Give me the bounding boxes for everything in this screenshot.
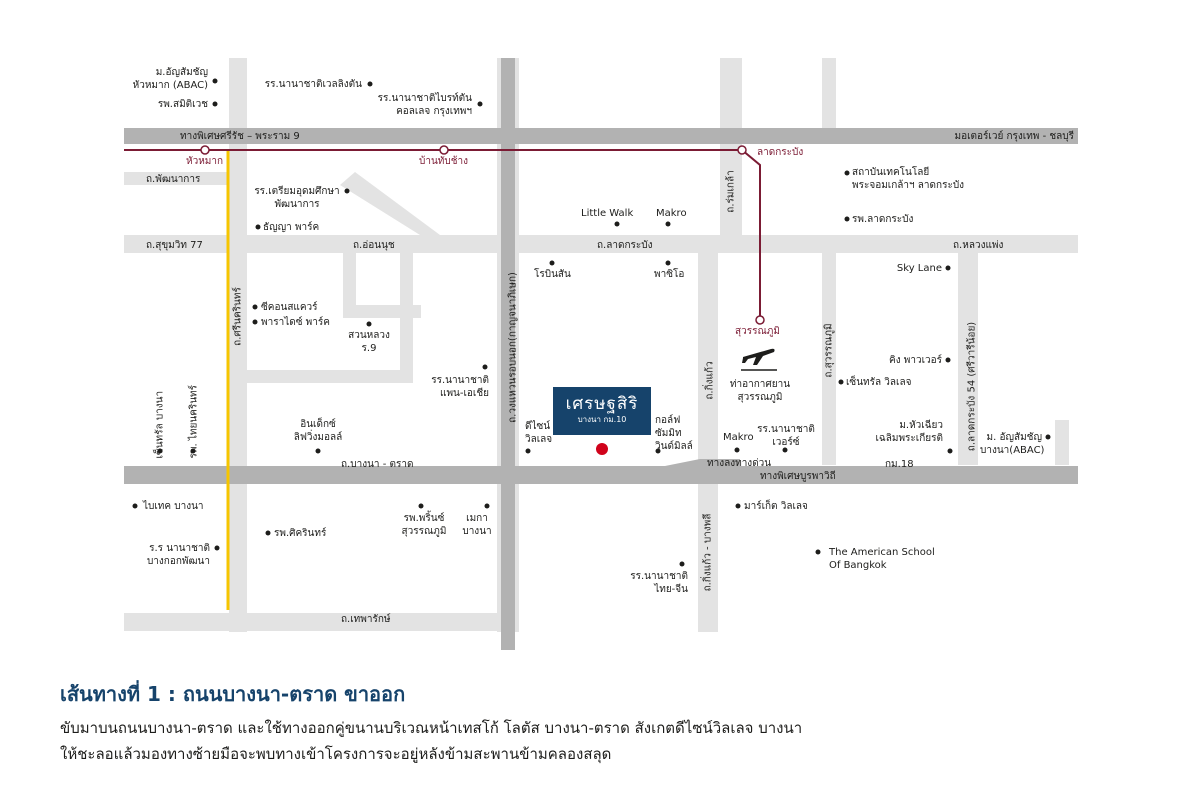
- landmark-thai-chinese: รร.นานาชาติไทย-จีน: [630, 571, 688, 595]
- station-lat-krabang: [737, 145, 747, 155]
- landmark-king-power: คิง พาวเวอร์: [889, 355, 942, 366]
- road-srinakarin: [229, 58, 247, 632]
- project-subtitle: บางนา กม.10: [577, 415, 627, 424]
- route-description-line-1: ขับมาบนถนนบางนา-ตราด และใช้ทางออกคู่ขนาน…: [60, 719, 803, 737]
- road-bangna-trat: [124, 466, 1078, 484]
- landmark-seacon: ซีคอนสแควร์: [261, 302, 318, 313]
- landmark-rp-sikarin: รพ.ศิครินทร์: [274, 528, 327, 539]
- road-romklao: [720, 58, 742, 238]
- landmark-d-sign-village: ดีไซน์วิลเลจ: [525, 421, 553, 445]
- landmark-mega-bangna: เมกาบางนา: [462, 513, 492, 537]
- landmark-little-walk: Little Walk: [581, 208, 634, 219]
- project-logo[interactable]: เศรษฐสิริ บางนา กม.10: [553, 387, 651, 435]
- road-block-c: [400, 253, 413, 383]
- road-label-romklao: ถ.ร่มเกล้า: [725, 170, 737, 213]
- road-kingkaew: [698, 253, 718, 465]
- airport-rail-link: [124, 149, 761, 320]
- landmark-central-village: เซ็นทรัล วิลเลจ: [846, 377, 912, 388]
- road-label-thepharak: ถ.เทพารักษ์: [341, 614, 391, 625]
- landmark-paseo: พาซิโอ: [654, 269, 685, 280]
- landmark-robinson: โรบินสัน: [534, 269, 571, 280]
- road-kingkaew-bangphli: [698, 484, 718, 632]
- landmark-dots: [132, 78, 1051, 567]
- road-label-bangna-trat: ถ.บางนา - ตราด: [341, 459, 414, 470]
- road-ramp: [665, 459, 740, 466]
- road-label-srinakarin: ถ.ศรีนครินทร์: [232, 287, 244, 346]
- station-suvarnabhumi: [755, 315, 765, 325]
- road-label-down-ramp: ทางลงทางด่วน: [707, 458, 772, 469]
- road-phatthanakan: [124, 172, 229, 185]
- landmark-kmitl: สถาบันเทคโนโลยีพระจอมเกล้าฯ ลาดกระบัง: [852, 167, 965, 191]
- route-title: เส้นทางที่ 1 : ถนนบางนา-ตราด ขาออก: [60, 682, 406, 706]
- road-label-suvarnabhumi: ถ.สุวรรณภูมิ: [823, 323, 835, 378]
- landmark-pan-asia: รร.นานาชาติแพน-เอเชีย: [431, 375, 489, 399]
- station-label-lat-krabang: ลาดกระบัง: [757, 147, 804, 158]
- landmark-abac-bangna: ม. อัญสัมชัญบางนา(ABAC): [980, 432, 1045, 456]
- landmark-bitec: ไบเทค บางนา: [143, 501, 204, 512]
- road-thepharak: [124, 613, 500, 631]
- landmark-makro-latkrabang: Makro: [656, 208, 687, 219]
- landmark-bangkok-patana: ร.ร นานาชาติบางกอกพัฒนา: [146, 543, 210, 567]
- landmark-market-village: มาร์เก็ต วิลเลจ: [744, 501, 808, 512]
- landmark-index-living: อินเด็กซ์ลิฟวิ่งมอลล์: [293, 419, 343, 443]
- landmark-central-bangna: เซ็นทรัล บางนา: [154, 390, 166, 459]
- road-abac-spur: [1055, 420, 1069, 465]
- landmark-airport-school: รร.นานาชาติเวอร์ซ์: [757, 424, 815, 448]
- road-suvarnabhumi: [822, 253, 836, 465]
- station-hua-mak: [200, 145, 210, 155]
- airport-label: ท่าอากาศยาน สุวรรณภูมิ: [729, 379, 791, 403]
- landmark-thanya-park: ธัญญา พาร์ค: [263, 222, 320, 233]
- road-label-sukhumvit77: ถ.สุขุมวิท 77: [146, 240, 203, 251]
- road-label-burapha-withi: ทางพิเศษบูรพาวิถี: [760, 471, 836, 482]
- landmark-huachiew: ม.หัวเฉียวเฉลิมพระเกียรติ: [875, 420, 943, 444]
- landmark-golf: กอล์ฟซัมมิทวินด์มิลล์: [655, 415, 693, 452]
- landmark-bright-intl: รร.นานาชาติไบรท์ตันคอลเลจ กรุงเทพฯ: [377, 93, 472, 117]
- road-label-phatthanakan: ถ.พัฒนาการ: [146, 174, 201, 185]
- airplane-icon: [741, 348, 777, 371]
- road-latkrabang54: [958, 253, 978, 465]
- station-label-hua-mak: หัวหมาก: [186, 156, 224, 167]
- route-description-line-2: ให้ชะลอแล้วมองทางซ้ายมือจะพบทางเข้าโครงก…: [60, 745, 612, 763]
- road-expressway-top: [124, 128, 1078, 144]
- landmark-samitivej: รพ.สมิติเวช: [157, 99, 208, 110]
- road-label-phiset-srirat: ทางพิเศษศรีรัช – พระราม 9: [180, 131, 300, 142]
- station-ban-thap-chang: [439, 145, 449, 155]
- road-label-latkrabang: ถ.ลาดกระบัง: [597, 240, 653, 251]
- project-pin: [596, 443, 608, 455]
- landmark-thai-nakarin: รพ. ไทยนครินทร์: [188, 384, 200, 459]
- road-label-kingkaew: ถ.กิ่งแก้ว: [704, 361, 716, 400]
- landmark-wells-intl: รร.นานาชาติเวลลิงตัน: [264, 79, 362, 90]
- road-label-motorway: มอเตอร์เวย์ กรุงเทพ - ชลบุรี: [954, 131, 1074, 142]
- landmark-rp-princ: รพ.พริ้นซ์สุวรรณภูมิ: [401, 513, 447, 537]
- map-canvas: [124, 58, 1078, 650]
- landmark-paradise-park: พาราไดซ์ พาร์ค: [261, 317, 330, 328]
- road-label-luang-phaeng: ถ.หลวงแพ่ง: [953, 240, 1004, 251]
- road-label-onnut: ถ.อ่อนนุช: [353, 240, 395, 251]
- station-label-suvarnabhumi: สุวรรณภูมิ: [735, 326, 780, 337]
- road-label-kanchanaphisek: ถ.วงแหวนรอบนอก(กาญจนาภิเษก): [507, 272, 519, 423]
- road-sukhumvit77-onnut-latkrabang: [124, 235, 1078, 253]
- landmark-sky-lane: Sky Lane: [896, 263, 942, 274]
- landmark-triam: รร.เตรียมอุดมศึกษาพัฒนาการ: [254, 186, 340, 210]
- road-block-d: [247, 370, 413, 383]
- road-label-kingkaew-bangphli: ถ.กิ่งแก้ว - บางพลี: [702, 513, 714, 592]
- road-block-a: [343, 253, 356, 318]
- landmark-abac-huamak: ม.อัญสัมชัญหัวหมาก (ABAC): [132, 67, 208, 91]
- road-label-km18: กม.18: [885, 459, 914, 470]
- route-map: ทางพิเศษศรีรัช – พระราม 9 มอเตอร์เวย์ กร…: [124, 58, 1078, 650]
- road-diagonal: [340, 172, 440, 235]
- major-roads: [124, 58, 1078, 650]
- station-label-ban-thap-chang: บ้านทับช้าง: [419, 156, 469, 167]
- landmark-makro-bangna: Makro: [723, 432, 754, 443]
- landmark-rp-latkrabang: รพ.ลาดกระบัง: [852, 214, 914, 225]
- road-kanchanaphisek: [501, 58, 515, 650]
- road-east-top: [822, 58, 836, 128]
- project-name: เศรษฐสิริ: [565, 394, 639, 414]
- road-label-latkrabang54: ถ.ลาดกระบัง 54 (ศรีวารีน้อย): [966, 321, 978, 452]
- landmark-suan-luang: สวนหลวงร.9: [348, 330, 390, 354]
- map-background: [124, 58, 1078, 632]
